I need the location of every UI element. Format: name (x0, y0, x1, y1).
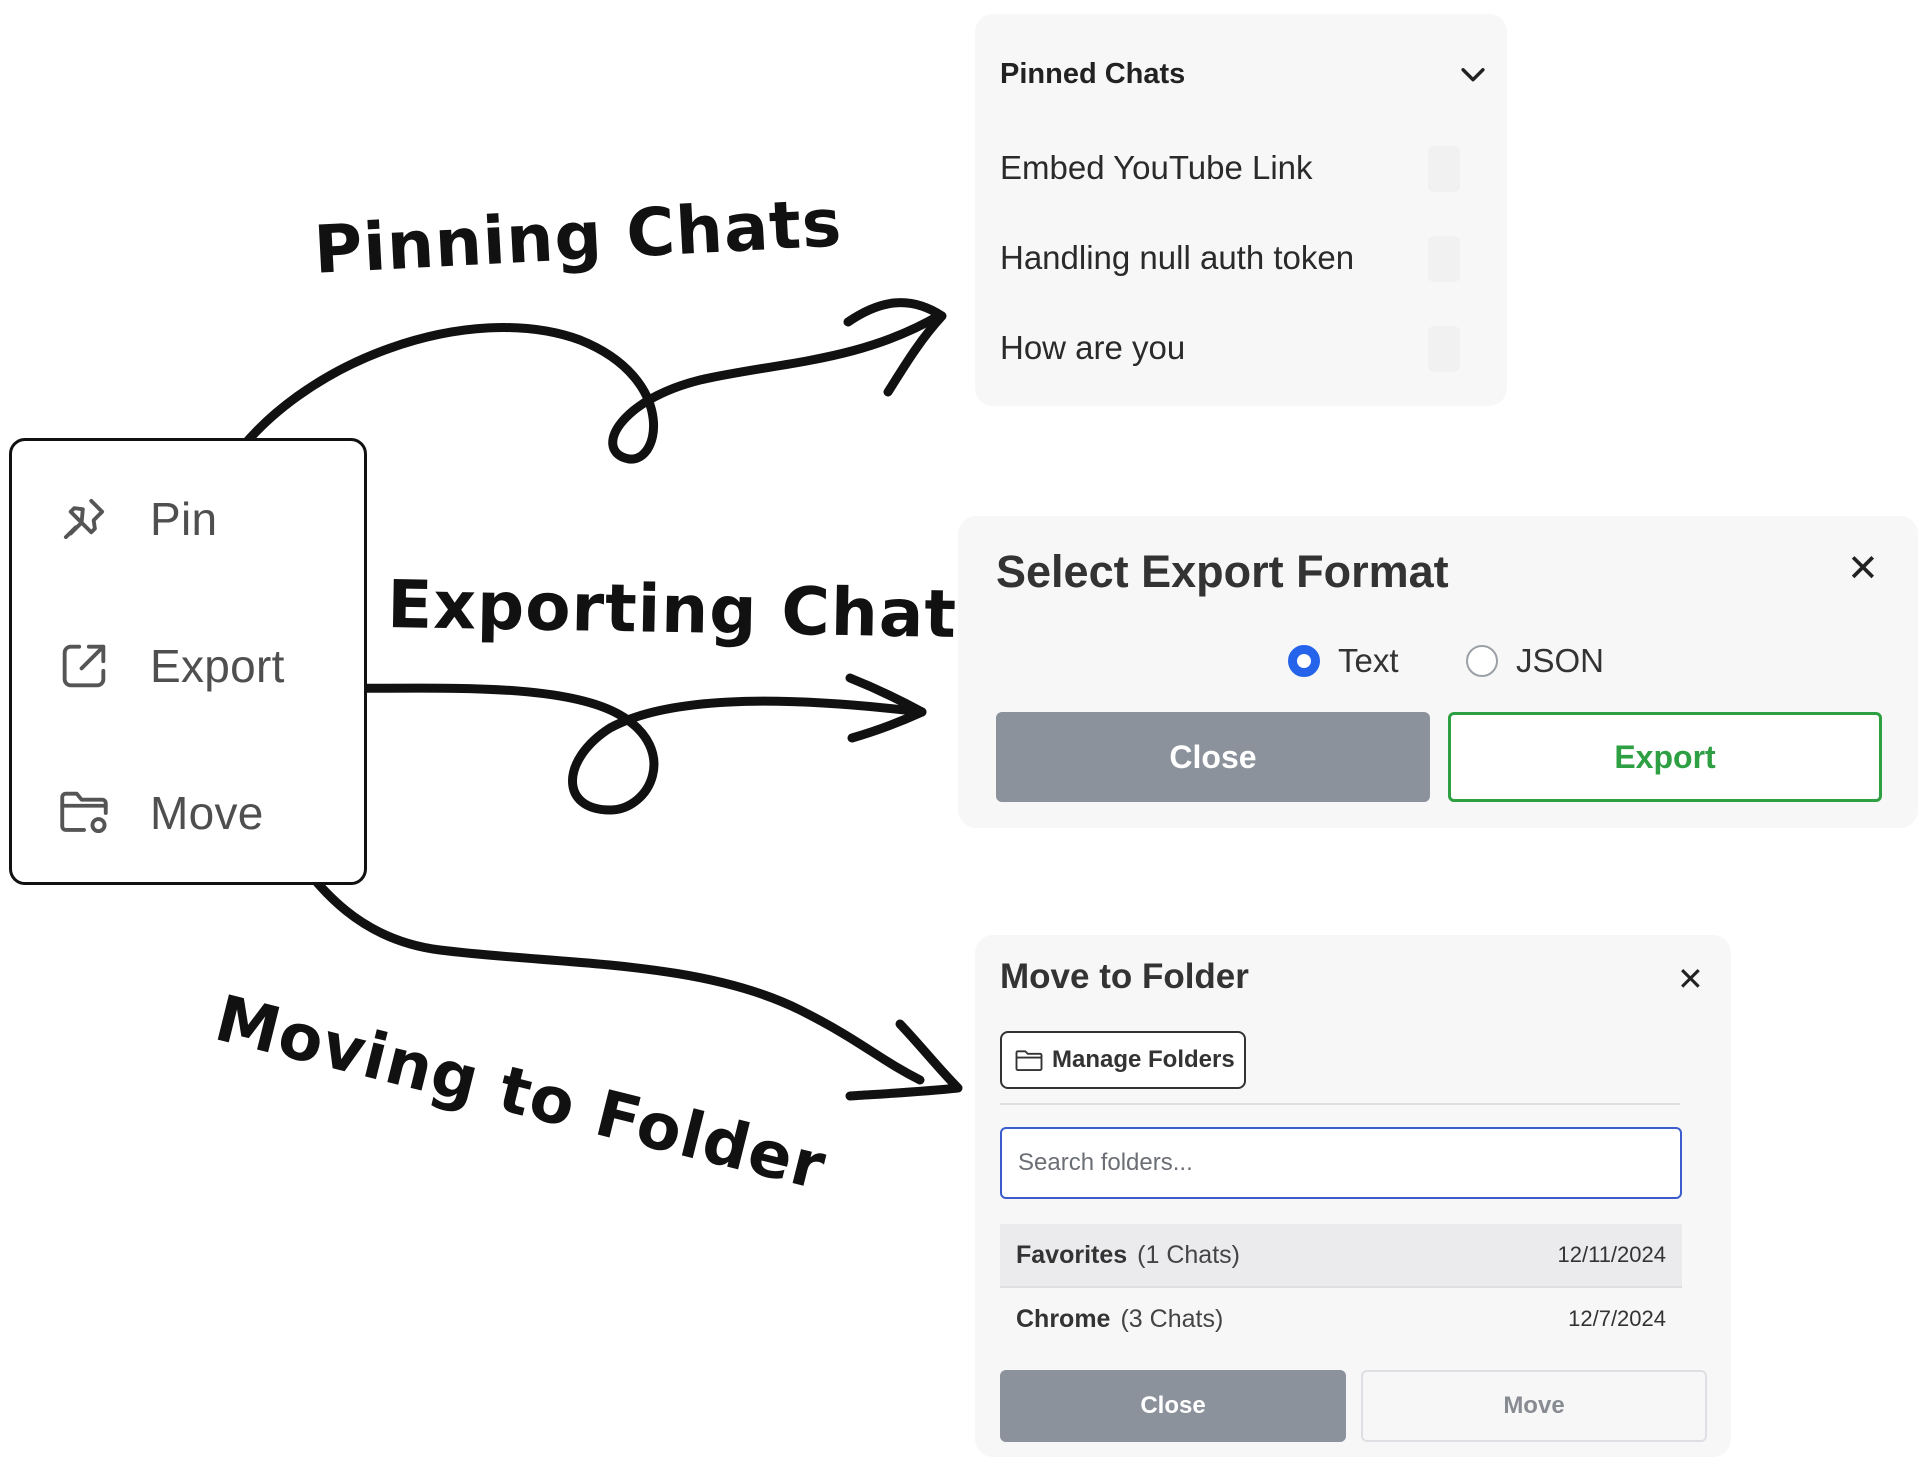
format-option-json[interactable]: JSON (1466, 642, 1604, 680)
annotation-pinning-chats: Pinning Chats (312, 184, 844, 289)
pin-arrowhead (843, 298, 947, 397)
close-button[interactable]: Close (996, 712, 1430, 802)
export-arrow (317, 683, 927, 815)
folder-row-chrome[interactable]: Chrome (3 Chats) 12/7/2024 (1000, 1288, 1682, 1350)
export-icon (54, 636, 114, 696)
close-icon[interactable]: ✕ (1847, 548, 1879, 590)
pinned-chats-header[interactable]: Pinned Chats (1000, 54, 1490, 94)
export-arrowhead (845, 673, 927, 743)
menu-item-label: Pin (150, 493, 218, 545)
dialog-title: Select Export Format (996, 546, 1449, 597)
chat-options-placeholder (1428, 236, 1460, 282)
export-button[interactable]: Export (1448, 712, 1882, 802)
move-to-folder-dialog: Move to Folder ✕ Manage Folders Favorite… (975, 935, 1731, 1457)
pinned-chat-item[interactable]: Handling null auth token (1000, 228, 1460, 288)
menu-item-label: Export (150, 640, 285, 692)
folder-chat-count: (3 Chats) (1120, 1304, 1224, 1333)
format-option-text[interactable]: Text (1288, 642, 1399, 680)
pinned-chat-label: Handling null auth token (1000, 239, 1355, 276)
close-icon[interactable]: ✕ (1677, 961, 1704, 997)
chat-options-placeholder (1428, 146, 1460, 192)
move-arrowhead (845, 1019, 963, 1101)
dialog-title: Move to Folder (1000, 957, 1249, 996)
pinned-chats-title: Pinned Chats (1000, 57, 1186, 90)
folder-chat-count: (1 Chats) (1137, 1240, 1240, 1269)
move-button[interactable]: Move (1361, 1370, 1707, 1442)
chevron-down-icon[interactable] (1456, 57, 1490, 91)
manage-folders-label: Manage Folders (1052, 1046, 1235, 1073)
radio-button-text[interactable] (1288, 645, 1320, 677)
folder-date: 12/11/2024 (1557, 1242, 1666, 1267)
divider (1000, 1103, 1680, 1105)
pinned-chat-item[interactable]: Embed YouTube Link (1000, 138, 1460, 198)
folder-date: 12/7/2024 (1568, 1306, 1666, 1331)
manage-folders-button[interactable]: Manage Folders (1000, 1031, 1246, 1089)
close-button[interactable]: Close (1000, 1370, 1346, 1442)
radio-label-text: Text (1338, 642, 1399, 679)
folder-name: Favorites (1016, 1240, 1128, 1269)
divider (1000, 1286, 1682, 1288)
folder-row-favorites[interactable]: Favorites (1 Chats) 12/11/2024 (1000, 1224, 1682, 1286)
menu-item-export[interactable]: Export (12, 621, 364, 711)
search-folders-input[interactable] (1000, 1127, 1682, 1199)
pinned-chat-label: How are you (1000, 329, 1186, 366)
pinned-chat-label: Embed YouTube Link (1000, 149, 1313, 186)
folder-name: Chrome (1016, 1304, 1111, 1333)
annotation-exporting-chats: Exporting Chats (386, 566, 998, 654)
folder-move-icon (54, 783, 114, 843)
menu-item-move[interactable]: Move (12, 768, 364, 858)
export-format-dialog: Select Export Format ✕ Text JSON Close E… (958, 516, 1918, 828)
pinned-chats-panel: Pinned Chats Embed YouTube Link Handling… (975, 14, 1507, 406)
pinned-chat-item[interactable]: How are you (1000, 318, 1460, 378)
chat-context-menu: Pin Export Move (9, 438, 367, 885)
folder-icon (1015, 1050, 1043, 1071)
annotation-moving-to-folder: Moving to Folder (208, 982, 834, 1206)
radio-button-json[interactable] (1466, 645, 1498, 677)
pin-icon (54, 489, 114, 549)
chat-options-placeholder (1428, 326, 1460, 372)
menu-item-pin[interactable]: Pin (12, 474, 364, 564)
radio-label-json: JSON (1516, 642, 1605, 679)
menu-item-label: Move (150, 787, 264, 839)
